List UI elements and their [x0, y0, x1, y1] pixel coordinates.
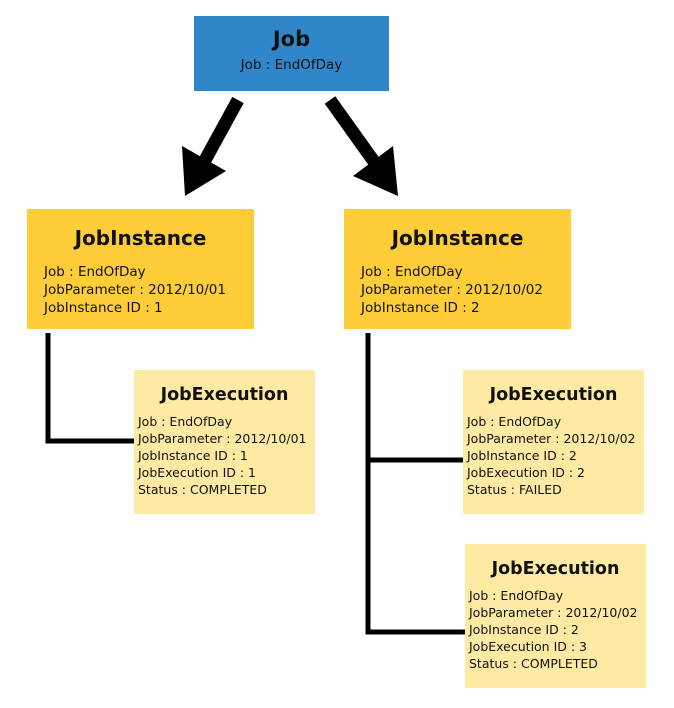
job-instance-box-2: JobInstance Job : EndOfDay JobParameter …: [344, 209, 571, 329]
job-execution-title: JobExecution: [489, 385, 618, 405]
job-instance-line: JobInstance ID : 2: [361, 300, 480, 316]
job-execution-title: JobExecution: [160, 385, 289, 405]
job-instance-line: JobInstance ID : 1: [44, 300, 163, 316]
job-execution-line: Job : EndOfDay: [467, 414, 562, 429]
job-execution-line: JobInstance ID : 2: [467, 448, 577, 463]
job-detail: Job : EndOfDay: [240, 57, 343, 73]
job-execution-status: Status : FAILED: [467, 482, 562, 497]
job-execution-box-1: JobExecution Job : EndOfDay JobParameter…: [134, 370, 315, 514]
job-execution-line: Job : EndOfDay: [138, 414, 233, 429]
job-execution-line: JobInstance ID : 2: [469, 622, 579, 637]
job-instance-box-1: JobInstance Job : EndOfDay JobParameter …: [27, 209, 254, 329]
job-execution-line: JobExecution ID : 2: [467, 465, 586, 480]
job-box: Job Job : EndOfDay: [194, 16, 389, 91]
job-instance-title: JobInstance: [74, 226, 207, 250]
job-execution-line: JobInstance ID : 1: [138, 448, 248, 463]
job-instance-line: JobParameter : 2012/10/01: [44, 282, 226, 298]
job-execution-line: Job : EndOfDay: [469, 588, 564, 603]
job-execution-title: JobExecution: [491, 559, 620, 579]
connector-instance-1-execution-1: [45, 333, 134, 444]
connector-instance-2-trunk: [365, 333, 465, 635]
arrow-to-instance-2: [324, 96, 398, 196]
job-instance-line: JobParameter : 2012/10/02: [361, 282, 543, 298]
job-execution-line: JobParameter : 2012/10/01: [138, 431, 307, 446]
job-execution-line: JobParameter : 2012/10/02: [467, 431, 636, 446]
job-execution-status: Status : COMPLETED: [138, 482, 267, 497]
job-execution-line: JobExecution ID : 3: [469, 639, 588, 654]
job-instance-line: Job : EndOfDay: [44, 264, 146, 280]
job-instance-line: Job : EndOfDay: [361, 264, 463, 280]
job-execution-status: Status : COMPLETED: [469, 656, 598, 671]
job-execution-box-3: JobExecution Job : EndOfDay JobParameter…: [465, 544, 646, 688]
job-execution-box-2: JobExecution Job : EndOfDay JobParameter…: [463, 370, 644, 514]
job-execution-line: JobExecution ID : 1: [138, 465, 257, 480]
job-title: Job: [272, 27, 311, 51]
job-execution-line: JobParameter : 2012/10/02: [469, 605, 638, 620]
arrow-to-instance-1: [182, 96, 244, 196]
job-instance-title: JobInstance: [391, 226, 524, 250]
